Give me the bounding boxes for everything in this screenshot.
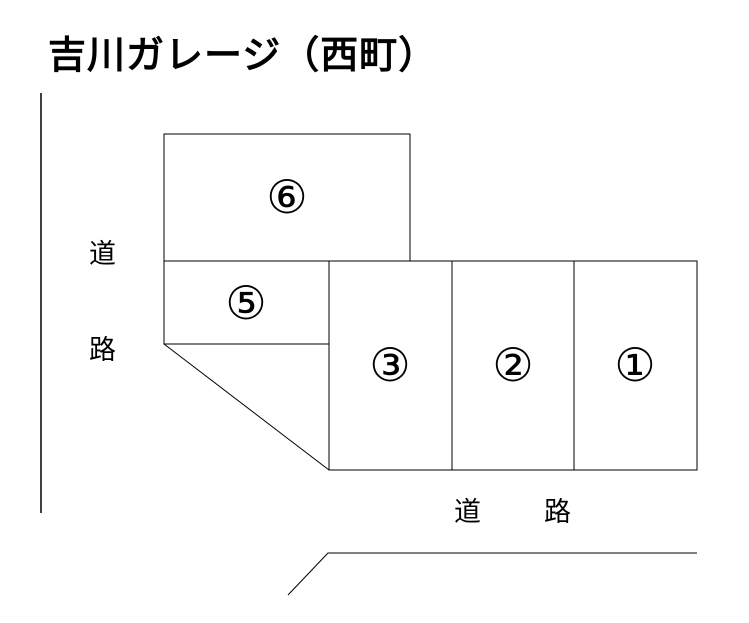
space-2-number: ② [492, 338, 533, 392]
left-road-label-char1: 道 [89, 239, 116, 270]
page-title: 吉川ガレージ（西町） [48, 33, 438, 77]
diagonal-edge [163, 343, 330, 471]
space-5-number: ⑤ [225, 276, 266, 330]
space-1-number: ① [614, 338, 655, 392]
space-6-number: ⑥ [266, 170, 307, 224]
space-3-number: ③ [369, 338, 410, 392]
left-road-label-char2: 路 [89, 335, 116, 366]
parking-space-1 [573, 260, 698, 471]
bottom-road-label-char1: 道 [454, 497, 481, 528]
bottom-road-edge [287, 552, 697, 596]
bottom-road-label-char2: 路 [544, 497, 571, 528]
